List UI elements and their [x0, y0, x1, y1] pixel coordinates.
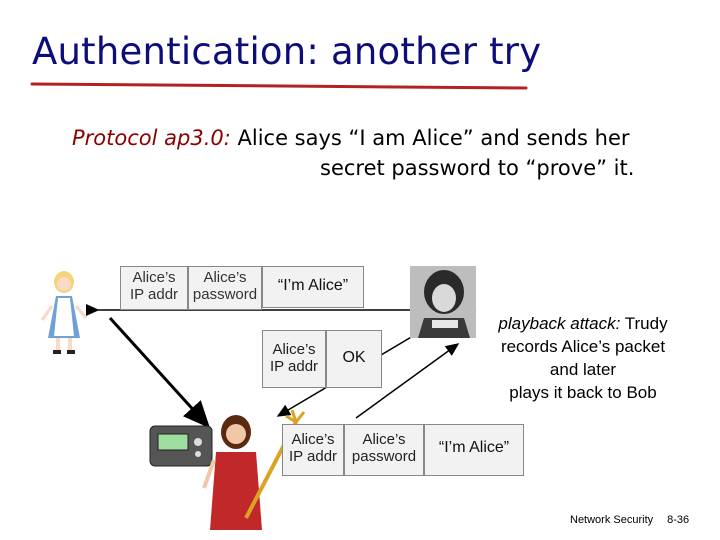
trudy-icon — [149, 409, 306, 530]
bob-icon — [410, 266, 476, 338]
title-underline — [30, 82, 528, 90]
field-text: password — [351, 448, 417, 465]
footer-course: Network Security — [570, 514, 654, 526]
field-text: Alice’s — [272, 341, 316, 358]
reply-field-ip-addr: Alice’s IP addr — [262, 330, 326, 388]
replay-field-ip-addr: Alice’s IP addr — [282, 424, 344, 476]
field-text: Alice’s — [203, 269, 247, 286]
protocol-description: Protocol ap3.0: Alice says “I am Alice” … — [72, 124, 672, 180]
field-text: Alice’s — [291, 431, 335, 448]
protocol-line-2: secret password to “prove” it. — [320, 156, 635, 180]
annotation-text: and later — [549, 360, 617, 379]
reply-payload: OK — [326, 330, 382, 388]
slide-number: 8-36 — [667, 514, 690, 526]
protocol-label: Protocol ap3.0: — [72, 126, 231, 150]
field-text: IP addr — [288, 448, 338, 465]
protocol-line-1: Alice says “I am Alice” and sends her — [237, 126, 630, 150]
field-text: Alice’s — [362, 431, 406, 448]
annotation-text: Trudy — [620, 314, 668, 333]
slide-footer: Network Security 8-36 — [570, 514, 689, 526]
field-text: password — [192, 286, 258, 303]
annotation-text: plays it back to Bob — [509, 383, 657, 402]
replay-field-password: Alice’s password — [344, 424, 424, 476]
field-text: IP addr — [129, 286, 179, 303]
playback-attack-note: playback attack: Trudy records Alice’s p… — [478, 312, 688, 404]
replay-payload: “I’m Alice” — [424, 424, 524, 476]
field-text: IP addr — [269, 358, 319, 375]
annotation-text: records Alice’s packet — [500, 337, 666, 356]
message-payload: “I’m Alice” — [262, 266, 364, 308]
field-text: Alice’s — [132, 269, 176, 286]
alice-icon — [40, 271, 88, 354]
slide-title: Authentication: another try — [32, 30, 542, 73]
message-field-ip-addr: Alice’s IP addr — [120, 266, 188, 310]
annotation-lead: playback attack: — [498, 314, 621, 333]
message-field-password: Alice’s password — [188, 266, 262, 310]
